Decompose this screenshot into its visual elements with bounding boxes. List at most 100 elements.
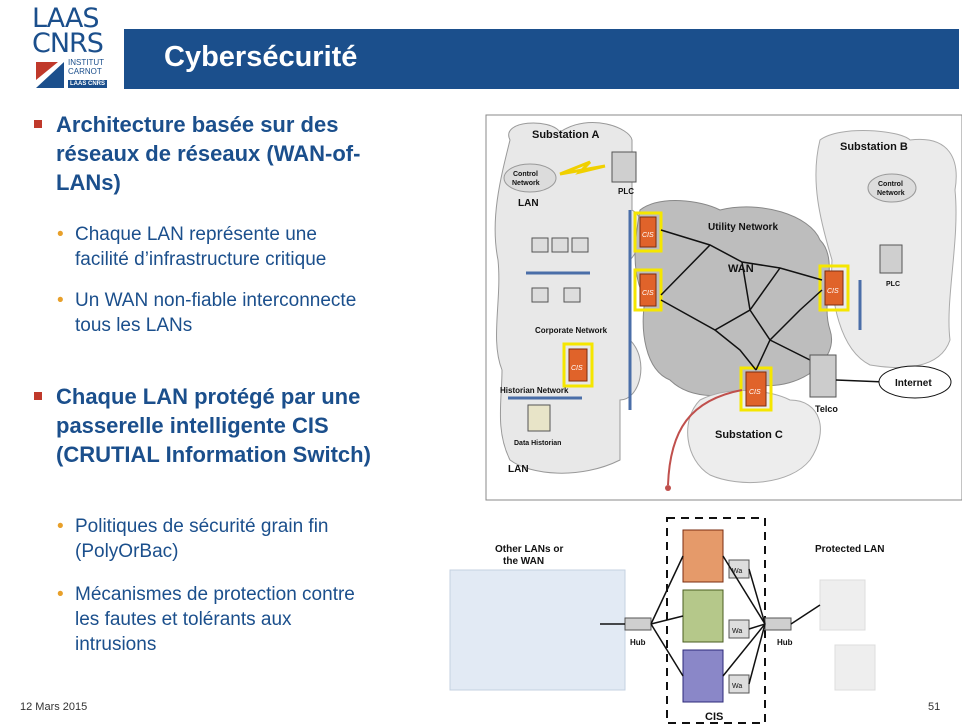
- cis-box-a1: CIS: [633, 211, 663, 253]
- substation-a-label: Substation A: [532, 129, 599, 141]
- zoom-arrow-head-icon: [665, 485, 671, 491]
- bullet-sub-1-2: • Un WAN non-fiable interconnecte tous l…: [57, 288, 357, 338]
- plc-label-b: PLC: [886, 281, 900, 288]
- other-lans-label: Other LANs or: [495, 544, 563, 555]
- wireless-bolt-icon: [559, 160, 606, 176]
- cis-box-b: CIS: [818, 264, 850, 312]
- bullet-main-1: Architecture basée sur des réseaux de ré…: [34, 110, 361, 197]
- bullet-dot-icon: •: [57, 584, 64, 605]
- slide-title: Cybersécurité: [164, 41, 358, 73]
- bullet-line: Architecture basée sur des: [56, 112, 339, 137]
- sub-line: Chaque LAN représente une: [75, 224, 317, 245]
- wa-label: Wa: [732, 683, 742, 690]
- wan-label: WAN: [728, 263, 754, 275]
- carnot-line1: INSTITUT: [68, 58, 104, 67]
- bullet-main-2: Chaque LAN protégé par une passerelle in…: [34, 382, 371, 469]
- cis-label: CIS: [571, 365, 583, 372]
- control-network-label: Network: [512, 180, 540, 187]
- the-wan-label: the WAN: [503, 556, 544, 567]
- data-historian-label: Data Historian: [514, 440, 561, 447]
- bullet-dot-icon: •: [57, 516, 64, 537]
- cis-box-historian: CIS: [562, 342, 594, 388]
- historian-network-label: Historian Network: [500, 386, 569, 395]
- carnot-line2: CARNOT: [68, 67, 102, 76]
- bullet-line: Chaque LAN protégé par une: [56, 384, 361, 409]
- control-network-cloud: [503, 163, 557, 193]
- cis-replica-2: Wa: [682, 589, 750, 643]
- bullet-square-icon: [34, 392, 42, 400]
- bullet-sub-2-1: • Politiques de sécurité grain fin (Poly…: [57, 514, 329, 564]
- laas-cnrs-logo: LAAS CNRS INSTITUT CARNOT LAAS CNRS: [28, 3, 120, 92]
- cis-box-a2: CIS: [633, 268, 663, 312]
- computer-icon: [531, 237, 549, 253]
- faded-data-historian-icon: [819, 579, 866, 631]
- hub-left-icon: [624, 617, 652, 631]
- telco-server-icon: [809, 354, 837, 398]
- faded-lan-cloud: [449, 569, 626, 691]
- logo-line1: LAAS: [32, 3, 99, 34]
- data-historian-icon: [527, 404, 551, 432]
- title-band: Cybersécurité: [124, 29, 959, 89]
- bullet-line: (CRUTIAL Information Switch): [56, 442, 371, 467]
- hub-links: [600, 555, 821, 685]
- zoom-arrow: [667, 389, 743, 486]
- telco-link: [835, 379, 886, 383]
- bullet-dot-icon: •: [57, 290, 64, 311]
- cis-label: CIS: [827, 288, 839, 295]
- plc-device-icon: [611, 151, 637, 183]
- bullet-sub-1-1: • Chaque LAN représente une facilité d’i…: [57, 222, 327, 272]
- computer-icon: [571, 237, 589, 253]
- hub-left-label: Hub: [630, 638, 646, 647]
- control-network-label: Network: [877, 190, 905, 197]
- internet-label: Internet: [895, 378, 932, 389]
- cis-label: CIS: [642, 232, 654, 239]
- wan-of-lans-diagram: Substation A Substation B Substation C U…: [449, 114, 962, 724]
- carnot-label: INSTITUT CARNOT: [68, 58, 104, 76]
- sub-line: intrusions: [75, 634, 157, 655]
- footer-date: 12 Mars 2015: [20, 701, 88, 713]
- sub-line: (PolyOrBac): [75, 541, 179, 562]
- cis-box-label: CIS: [705, 711, 723, 723]
- cis-label: CIS: [642, 290, 654, 297]
- telco-label: Telco: [815, 404, 838, 414]
- cis-label: CIS: [749, 389, 761, 396]
- wa-label: Wa: [732, 568, 742, 575]
- control-network-label: Control: [513, 171, 538, 178]
- faded-plc-icon: [834, 644, 876, 691]
- wan-mesh: [660, 229, 823, 371]
- substation-b-label: Substation B: [840, 141, 908, 153]
- logo-line2: CNRS: [32, 28, 104, 59]
- computer-icon: [563, 287, 581, 303]
- sub-line: Un WAN non-fiable interconnecte: [75, 290, 357, 311]
- slide-header: LAAS CNRS INSTITUT CARNOT LAAS CNRS Cybe…: [0, 0, 962, 95]
- carnot-mark-icon: [36, 62, 64, 88]
- bullet-line: réseaux de réseaux (WAN-of-: [56, 141, 361, 166]
- plc-device-b-icon: [879, 244, 903, 274]
- page-number: 51: [928, 701, 941, 713]
- sub-line: facilité d’infrastructure critique: [75, 249, 327, 270]
- computer-icon: [551, 237, 569, 253]
- hub-right-icon: [764, 617, 792, 631]
- corporate-network-label: Corporate Network: [535, 326, 608, 335]
- sub-line: Politiques de sécurité grain fin: [75, 516, 329, 537]
- sub-line: tous les LANs: [75, 315, 193, 336]
- control-network-label: Control: [878, 181, 903, 188]
- wa-label: Wa: [732, 628, 742, 635]
- cis-replica-1: Wa: [682, 529, 750, 583]
- cis-replica-3: Wa: [682, 649, 750, 703]
- bullet-sub-2-2: • Mécanismes de protection contre les fa…: [57, 582, 355, 657]
- sub-line: les fautes et tolérants aux: [75, 609, 292, 630]
- bullet-dot-icon: •: [57, 224, 64, 245]
- lan-label: LAN: [518, 198, 539, 209]
- computer-icon: [531, 287, 549, 303]
- control-network-cloud-b: [867, 173, 917, 203]
- sub-line: Mécanismes de protection contre: [75, 584, 355, 605]
- plc-label: PLC: [618, 187, 634, 196]
- lan-label-bottom: LAN: [508, 464, 529, 475]
- internet-cloud-icon: [878, 365, 952, 399]
- protected-lan-label: Protected LAN: [815, 544, 884, 555]
- utility-network-label: Utility Network: [708, 222, 778, 233]
- bullet-line: LANs): [56, 170, 121, 195]
- bullet-square-icon: [34, 120, 42, 128]
- bullet-line: passerelle intelligente CIS: [56, 413, 329, 438]
